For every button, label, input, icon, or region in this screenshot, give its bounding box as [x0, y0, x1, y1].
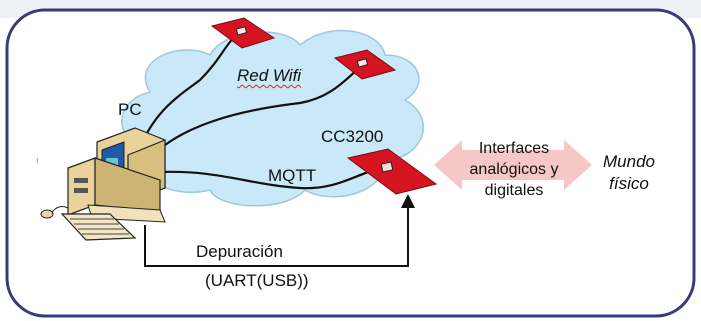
computer-icon	[40, 127, 166, 241]
pc-label: PC	[118, 100, 142, 119]
interfaces-label: Interfaces analógicos y digitales	[469, 140, 559, 199]
network-label: Red Wifi	[237, 67, 301, 84]
debug-connection	[144, 205, 409, 267]
world-label: Mundo físico	[603, 152, 655, 193]
debug-arrowhead	[401, 194, 415, 208]
stray-mark: ı	[36, 155, 39, 165]
device-label: CC3200	[321, 127, 384, 146]
wifi-module-icon	[333, 49, 397, 80]
wire-pc-to-module-1	[138, 32, 239, 149]
debug-label: Depuración	[196, 242, 283, 261]
wifi-links	[138, 32, 376, 190]
protocol-label: MQTT	[268, 166, 317, 185]
debug-channel-label: (UART(USB))	[205, 271, 309, 290]
cc3200-module-icon	[346, 148, 438, 195]
wire-pc-to-module-2	[147, 69, 358, 161]
wire-pc-to-cc3200	[159, 168, 376, 190]
wifi-module-icon	[210, 17, 276, 49]
interface-double-arrow	[434, 140, 592, 190]
network-label-text: Red Wifi	[237, 66, 302, 85]
